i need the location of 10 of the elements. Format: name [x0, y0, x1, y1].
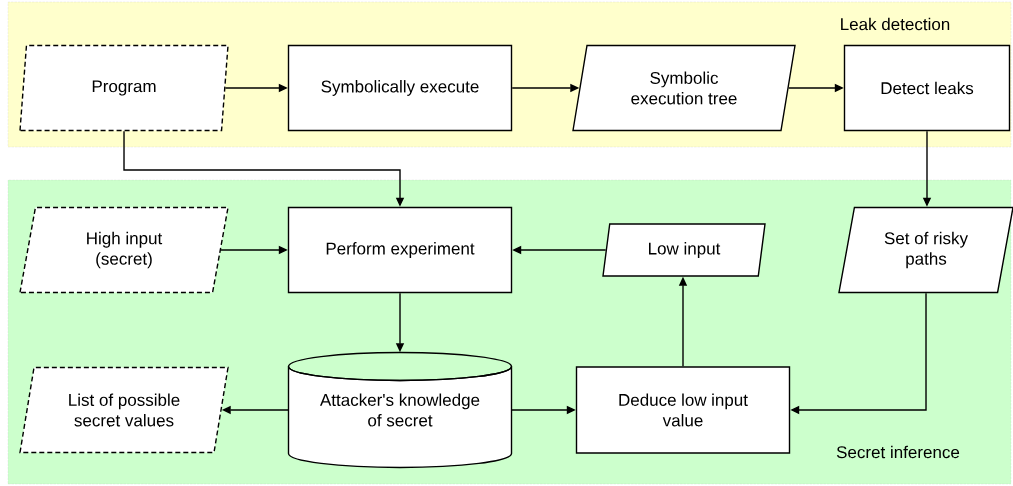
data-parallelogram: Set of risky paths	[838, 206, 1013, 294]
data-parallelogram: High input (secret)	[19, 206, 229, 294]
process-box: Symbolically execute	[287, 44, 513, 132]
data-parallelogram: List of possible secret values	[19, 366, 229, 454]
data-parallelogram: Low input	[602, 223, 766, 277]
process-box: Detect leaks	[843, 44, 1011, 132]
process-box: Deduce low input value	[575, 366, 791, 454]
data-parallelogram: Program	[19, 44, 229, 132]
data-parallelogram: Symbolic execution tree	[572, 44, 796, 132]
process-box: Perform experiment	[287, 206, 513, 294]
